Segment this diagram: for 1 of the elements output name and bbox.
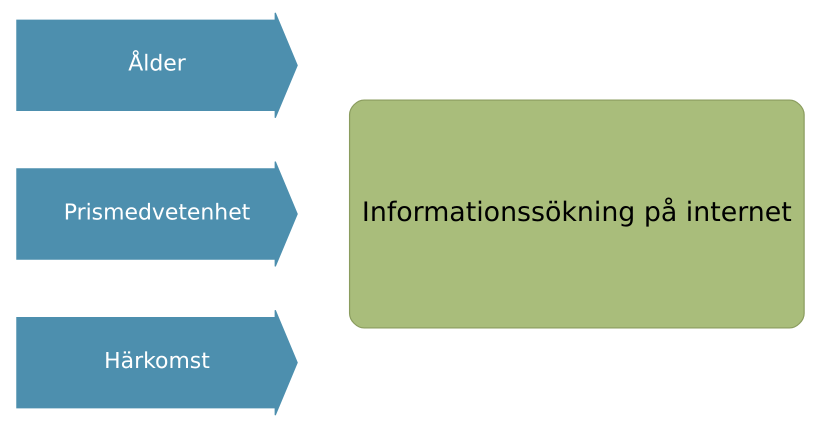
- node-box: Informationssökning på internet: [348, 99, 805, 329]
